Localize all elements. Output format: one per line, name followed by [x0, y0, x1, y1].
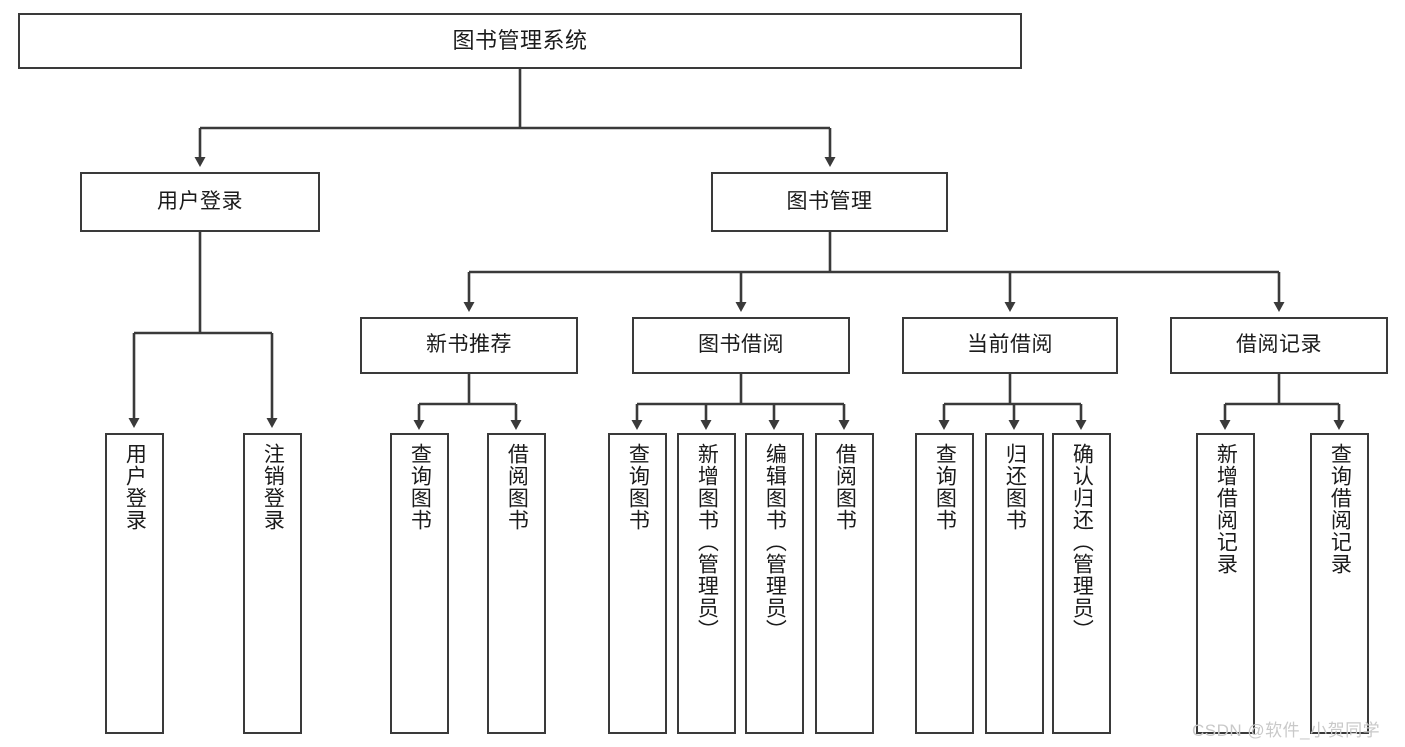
node-user-login[interactable]: 用户登录	[80, 172, 320, 232]
node-leaf-borrow-book-2-label: 借阅图书	[833, 443, 857, 531]
node-leaf-logout[interactable]: 注销登录	[243, 433, 302, 734]
node-borrow-record[interactable]: 借阅记录	[1170, 317, 1388, 374]
node-leaf-user-login-label: 用户登录	[123, 443, 147, 531]
node-leaf-add-record-label: 新增借阅记录	[1214, 443, 1238, 575]
node-root[interactable]: 图书管理系统	[18, 13, 1022, 69]
node-book-manage[interactable]: 图书管理	[711, 172, 948, 232]
node-leaf-query-book-3[interactable]: 查询图书	[915, 433, 974, 734]
node-leaf-confirm-return[interactable]: 确认归还（管理员）	[1052, 433, 1111, 734]
node-leaf-confirm-return-label: 确认归还（管理员）	[1070, 443, 1094, 641]
node-root-label: 图书管理系统	[452, 28, 588, 54]
node-user-login-label: 用户登录	[157, 189, 243, 213]
node-leaf-add-book[interactable]: 新增图书（管理员）	[677, 433, 736, 734]
node-leaf-return-book[interactable]: 归还图书	[985, 433, 1044, 734]
node-leaf-borrow-book-1[interactable]: 借阅图书	[487, 433, 546, 734]
node-leaf-return-book-label: 归还图书	[1003, 443, 1027, 531]
node-current-borrow-label: 当前借阅	[967, 333, 1053, 357]
node-book-borrow[interactable]: 图书借阅	[632, 317, 850, 374]
node-leaf-query-record-label: 查询借阅记录	[1328, 443, 1352, 575]
node-leaf-add-record[interactable]: 新增借阅记录	[1196, 433, 1255, 734]
node-leaf-query-book-3-label: 查询图书	[933, 443, 957, 531]
node-leaf-edit-book[interactable]: 编辑图书（管理员）	[745, 433, 804, 734]
node-leaf-add-book-label: 新增图书（管理员）	[695, 443, 719, 641]
node-leaf-query-book-1[interactable]: 查询图书	[390, 433, 449, 734]
node-current-borrow[interactable]: 当前借阅	[902, 317, 1118, 374]
node-leaf-query-book-2[interactable]: 查询图书	[608, 433, 667, 734]
node-leaf-edit-book-label: 编辑图书（管理员）	[763, 443, 787, 641]
node-borrow-record-label: 借阅记录	[1236, 333, 1322, 357]
node-leaf-query-record[interactable]: 查询借阅记录	[1310, 433, 1369, 734]
csdn-watermark: CSDN @软件_小贺同学	[1192, 721, 1381, 740]
node-leaf-query-book-2-label: 查询图书	[626, 443, 650, 531]
node-leaf-user-login[interactable]: 用户登录	[105, 433, 164, 734]
node-book-manage-label: 图书管理	[786, 189, 873, 213]
node-leaf-borrow-book-1-label: 借阅图书	[505, 443, 529, 531]
node-new-book-rec-label: 新书推荐	[426, 333, 512, 357]
node-leaf-logout-label: 注销登录	[261, 443, 285, 531]
node-leaf-borrow-book-2[interactable]: 借阅图书	[815, 433, 874, 734]
node-book-borrow-label: 图书借阅	[698, 333, 784, 357]
node-new-book-rec[interactable]: 新书推荐	[360, 317, 578, 374]
node-leaf-query-book-1-label: 查询图书	[408, 443, 432, 531]
